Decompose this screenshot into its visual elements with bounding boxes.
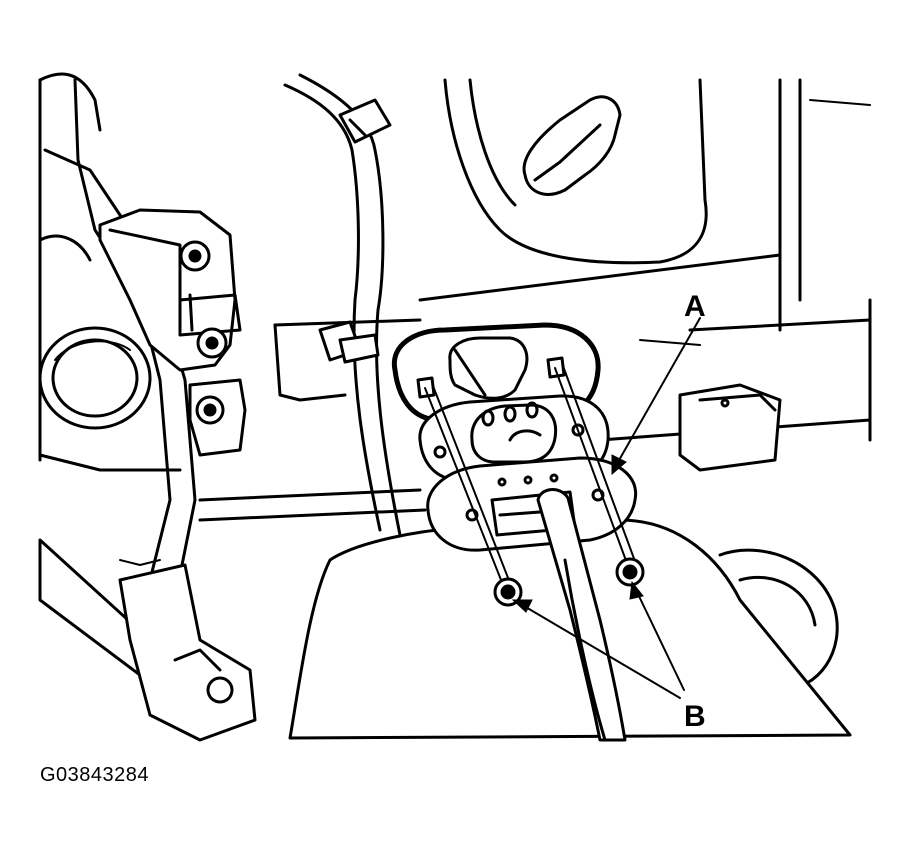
- stud-guide-lines: [424, 365, 637, 591]
- round-opening: [38, 326, 152, 430]
- leader-b: [511, 580, 685, 699]
- push-rod: [536, 488, 627, 742]
- lower-strut: [38, 538, 257, 742]
- bracket-bolt: [196, 327, 228, 359]
- right-round-feature: [718, 548, 839, 692]
- bracket-bolt: [195, 395, 225, 425]
- lower-cover: [288, 518, 852, 740]
- nut: [493, 577, 523, 607]
- nut: [615, 557, 645, 587]
- leader-a: [611, 317, 701, 476]
- wire-harness: [283, 73, 402, 537]
- right-block: [678, 298, 872, 472]
- callout-a: A: [684, 290, 706, 323]
- upper-panel: [443, 78, 871, 332]
- figure-id: G03843284: [40, 764, 150, 786]
- bracket-bolt: [179, 240, 211, 272]
- callout-b: B: [684, 700, 706, 733]
